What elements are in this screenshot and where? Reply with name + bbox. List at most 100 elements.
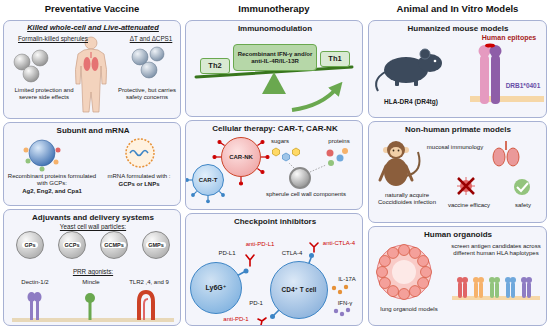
text-slot: Adjuvants and delivery systems	[8, 213, 178, 222]
cell: Ly6G⁺	[190, 262, 242, 314]
column-header-slot: Animal and In Vitro Models	[368, 4, 547, 15]
text-slot: anti-CTLA-4	[320, 240, 358, 247]
node-label: GCPs	[63, 242, 82, 248]
text-slot: PRR agonists:	[8, 268, 178, 275]
text-slot: DRB1*0401	[501, 82, 545, 89]
wall-components	[273, 148, 349, 188]
panel-ground	[3, 20, 547, 326]
annotation-text: safety	[503, 202, 543, 209]
text-slot: safety	[503, 202, 543, 209]
mouse-icon	[376, 49, 442, 91]
annotation-text: proteins	[316, 138, 362, 145]
text-slot: Immunomodulation	[190, 24, 360, 33]
annotation-text: mRNA formulated with :	[98, 173, 180, 180]
annotation-text: anti-CTLA-4	[320, 240, 358, 247]
cell: CAR-NK	[221, 137, 261, 177]
annotation-text: ΔT and ΔCPS1	[122, 35, 180, 42]
annotation-text: anti-PD-L1	[242, 241, 278, 248]
annotation-text: vaccine efficacy	[443, 202, 495, 209]
protein-particle	[24, 140, 61, 172]
cell: CAR-T	[192, 164, 224, 196]
panel: Subunit and mRNA Recombinant proteins for…	[3, 122, 181, 206]
panel-heading: Human organoids	[373, 230, 543, 239]
panel: Human organoids lung organoid models scree…	[368, 226, 547, 326]
annotation-text: DRB1*0401	[501, 82, 545, 89]
attenuated-spherules	[132, 47, 164, 78]
panel: Non-human primate models mucosal immunolo…	[368, 121, 547, 223]
text-slot: PD-L1	[214, 250, 240, 257]
annotation-text: IFN-γ	[332, 300, 358, 307]
annotation-text: lung organoid models	[373, 306, 445, 313]
panel-heading: Humanized mouse models	[373, 24, 543, 33]
text-slot: Subunit and mRNA	[8, 126, 178, 135]
panel-heading: Killed whole-cell and Live-attenuated	[8, 24, 178, 33]
checkpoint-molecules	[239, 243, 351, 325]
text-slot: GCPs or LNPs	[98, 181, 180, 188]
text-slot: Humanized mouse models	[373, 24, 543, 33]
prr-receptors	[12, 292, 174, 322]
panel: Killed whole-cell and Live-attenuatedFor…	[3, 20, 181, 119]
annotation-text: TLR2 ,4, and 9	[118, 279, 180, 286]
annotation-text: naturally acquire Coccidioides infection	[373, 192, 441, 206]
column-header-slot: Immunotherapy	[185, 4, 363, 15]
text-slot: Dectin-1/2	[6, 279, 64, 286]
text-slot: Checkpoint inhibitors	[190, 217, 360, 226]
node-label: Recombinant IFN-γ and/or anti-IL-4R/IL-1…	[236, 51, 314, 65]
panel-heading: Non-human primate models	[373, 125, 543, 134]
text-slot: Formalin-killed spherules	[8, 35, 98, 42]
text-slot: screen antigen candidates across differe…	[449, 243, 543, 257]
text-slot: ΔT and ΔCPS1	[122, 35, 180, 42]
panel-heading: Subunit and mRNA	[8, 126, 178, 135]
particle-node: GPs	[16, 231, 44, 259]
text-slot: Human epitopes	[473, 34, 545, 42]
annotation-text: screen antigen candidates across differe…	[449, 243, 543, 257]
mrna-particle	[126, 139, 154, 167]
text-slot: anti-PD-1	[220, 316, 252, 323]
annotation-text: anti-PD-1	[220, 316, 252, 323]
text-slot: Recombinant proteins formulated with GCP…	[6, 173, 98, 187]
efficacy-icon	[457, 177, 475, 195]
panel-heading: Adjuvants and delivery systems	[8, 213, 178, 222]
text-slot: PD-1	[246, 300, 266, 307]
annotation-text: HLA-DR4 (DR4tg)	[373, 98, 449, 105]
node-label: Ly6G⁺	[206, 284, 227, 292]
panel-heading: Checkpoint inhibitors	[190, 217, 360, 226]
text-slot: IFN-γ	[332, 300, 358, 307]
annotation-text: CTLA-4	[278, 250, 306, 257]
monkey-icon	[380, 141, 420, 186]
column-header-slot: Preventative Vaccine	[2, 4, 182, 15]
text-slot: vaccine efficacy	[443, 202, 495, 209]
treatment-box: Recombinant IFN-γ and/or anti-IL-4R/IL-1…	[233, 44, 317, 71]
hla-haplotypes	[452, 277, 540, 300]
node-label: Th2	[208, 62, 221, 71]
panel-heading: Immunomodulation	[190, 24, 360, 33]
text-slot: naturally acquire Coccidioides infection	[373, 192, 441, 206]
annotation-text: mucosal immunology	[425, 144, 485, 151]
hla-molecule	[470, 44, 544, 105]
node-label: CAR-T	[199, 177, 218, 184]
annotation-text: Yeast cell wall particles:	[8, 223, 178, 230]
text-slot: mRNA formulated with :	[98, 173, 180, 180]
text-slot: spherule cell wall components	[250, 191, 362, 198]
node-label: Th1	[328, 55, 341, 64]
text-slot: IL-17A	[332, 276, 362, 283]
text-slot: mucosal immunology	[425, 144, 485, 151]
text-slot: TLR2 ,4, and 9	[118, 279, 180, 286]
annotation-text: Recombinant proteins formulated with GCP…	[6, 173, 98, 187]
text-slot: Ag2, Eng2, and Cpa1	[6, 188, 98, 195]
column-header: Immunotherapy	[185, 4, 363, 15]
text-slot: CTLA-4	[278, 250, 306, 257]
human-body	[75, 37, 106, 112]
text-slot: proteins	[316, 138, 362, 145]
panel: ImmunomodulationTh2 Recombinant IFN-γ and…	[185, 20, 363, 117]
particle-node: GMPs	[142, 231, 170, 259]
text-slot: Limited protection and severe side effec…	[8, 87, 80, 101]
safety-check	[514, 179, 530, 195]
annotation-text: PD-1	[246, 300, 266, 307]
cell: CD4⁺ T cell	[270, 261, 328, 319]
lung-organoid	[377, 245, 432, 300]
text-slot: Protective, but carries safety concerns	[114, 87, 180, 101]
annotation-text: PRR agonists:	[8, 268, 178, 275]
weight-box: Th2	[200, 58, 230, 74]
annotation-text: Protective, but carries safety concerns	[114, 87, 180, 101]
